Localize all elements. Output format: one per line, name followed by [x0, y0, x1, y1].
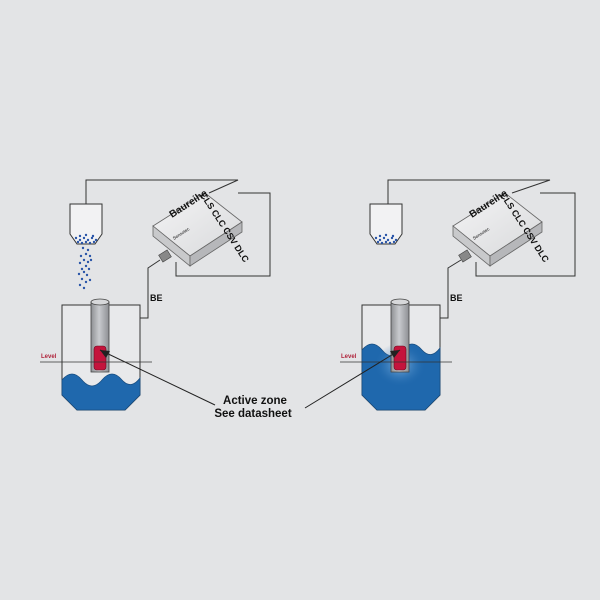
callout-line-left	[99, 349, 216, 406]
granules-in-hopper-right	[374, 233, 398, 245]
active-zone-subtitle: See datasheet	[214, 408, 292, 420]
controller-box-left: Baureihe CLS CLC CSV DLC Sensotec	[152, 188, 251, 267]
sensor-probe-right	[390, 298, 410, 373]
callout-line-right	[304, 349, 401, 409]
sensor-probe-left	[90, 298, 110, 373]
liquid-left	[61, 373, 141, 411]
tank-left	[61, 304, 141, 411]
level-label-right: Level	[341, 354, 357, 360]
controller-box-right: Baureihe CLS CLC CSV DLC Sensotec	[452, 188, 551, 267]
falling-granules-left	[77, 246, 93, 290]
active-zone-callout: Active zone See datasheet	[99, 349, 401, 420]
granules-in-hopper-left	[74, 233, 98, 245]
arrowhead-left	[100, 350, 110, 358]
scene-right: Baureihe CLS CLC CSV DLC Sensotec BE Lev…	[340, 179, 576, 411]
hopper-right	[369, 203, 403, 245]
arrowhead-right	[390, 350, 400, 358]
active-zone-title: Active zone	[223, 395, 287, 407]
level-label-left: Level	[41, 354, 57, 360]
be-label-left: BE	[150, 293, 163, 303]
active-zone-right	[393, 345, 407, 371]
be-label-right: BE	[450, 293, 463, 303]
active-zone-left	[93, 345, 107, 371]
scene-left: Baureihe CLS CLC CSV DLC Sensotec BE Lev…	[40, 179, 271, 411]
hopper-left	[69, 203, 103, 290]
